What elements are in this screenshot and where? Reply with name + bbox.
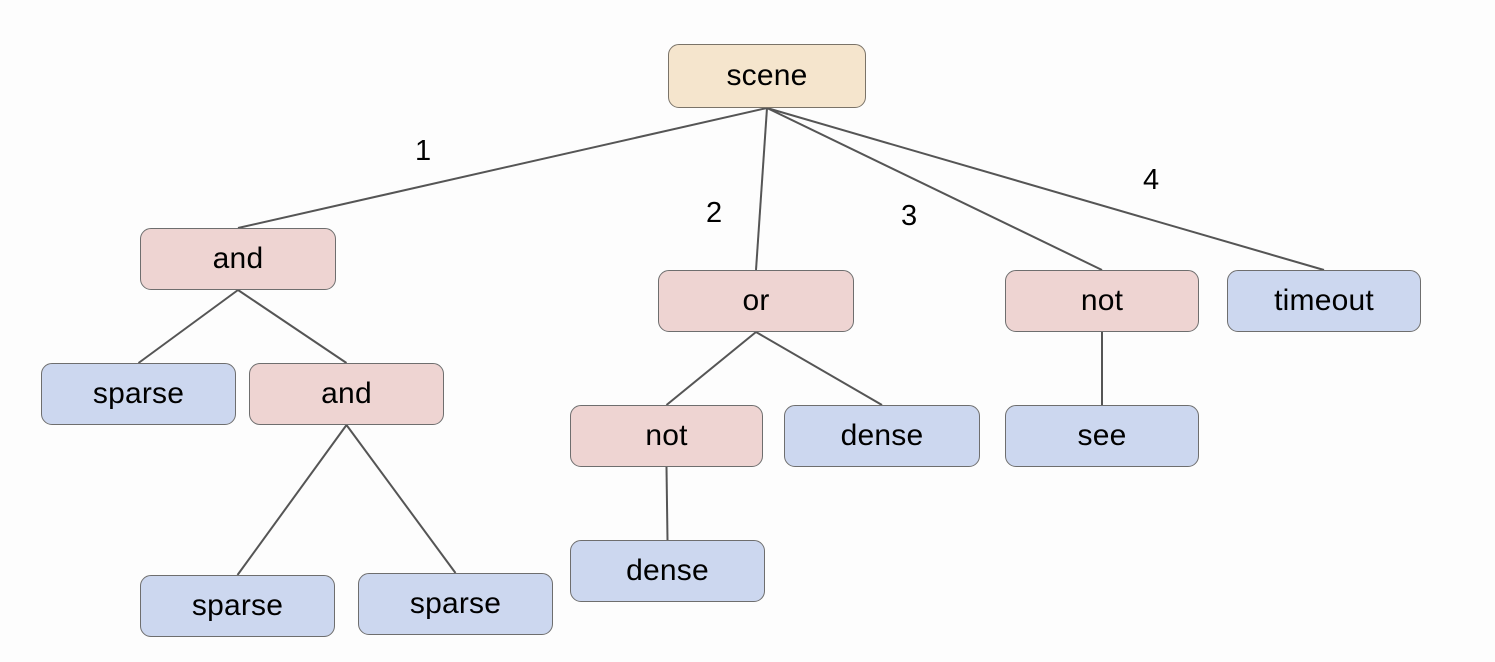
tree-edge-scene-to-and1	[237, 107, 768, 229]
tree-node-label: and	[321, 377, 372, 410]
tree-node-dense1[interactable]: dense	[784, 405, 980, 467]
tree-node-and2[interactable]: and	[249, 363, 444, 425]
tree-node-label: dense	[626, 554, 709, 587]
tree-node-see1[interactable]: see	[1005, 405, 1199, 467]
tree-edge-scene-to-timeout1	[766, 107, 1325, 271]
tree-edge-and2-to-sparse2	[236, 424, 348, 576]
tree-node-label: scene	[726, 59, 808, 92]
tree-node-dense2[interactable]: dense	[570, 540, 765, 602]
tree-edge-and2-to-sparse3	[345, 424, 457, 574]
tree-edge-or1-to-dense1	[755, 331, 883, 406]
tree-edge-scene-to-not1	[766, 107, 1103, 271]
tree-node-label: timeout	[1274, 284, 1374, 317]
tree-node-label: not	[1080, 284, 1124, 317]
tree-node-sparse2[interactable]: sparse	[140, 575, 335, 637]
edge-label-2: 2	[706, 197, 723, 229]
tree-node-label: not	[645, 419, 688, 452]
edge-label-3: 3	[901, 200, 918, 232]
tree-node-scene[interactable]: scene	[668, 44, 866, 108]
tree-edge-and1-to-and2	[237, 289, 348, 364]
tree-node-label: sparse	[409, 587, 502, 620]
tree-node-not2[interactable]: not	[570, 405, 763, 467]
tree-node-label: dense	[840, 419, 924, 452]
tree-edge-or1-to-not2	[665, 331, 757, 406]
tree-node-label: and	[212, 242, 264, 275]
tree-edge-scene-to-or1	[755, 107, 768, 271]
tree-node-label: sparse	[191, 589, 284, 622]
tree-node-not1[interactable]: not	[1005, 270, 1199, 332]
tree-node-label: or	[742, 284, 770, 317]
tree-node-and1[interactable]: and	[140, 228, 336, 290]
edge-label-1: 1	[415, 135, 432, 167]
tree-node-label: sparse	[92, 377, 185, 410]
tree-node-sparse1[interactable]: sparse	[41, 363, 236, 425]
tree-node-or1[interactable]: or	[658, 270, 854, 332]
tree-edge-not2-to-dense2	[665, 466, 669, 541]
tree-node-sparse3[interactable]: sparse	[358, 573, 553, 635]
tree-node-label: see	[1077, 419, 1127, 452]
edge-label-4: 4	[1143, 164, 1160, 196]
tree-edge-and1-to-sparse1	[137, 289, 239, 364]
tree-node-timeout1[interactable]: timeout	[1227, 270, 1421, 332]
